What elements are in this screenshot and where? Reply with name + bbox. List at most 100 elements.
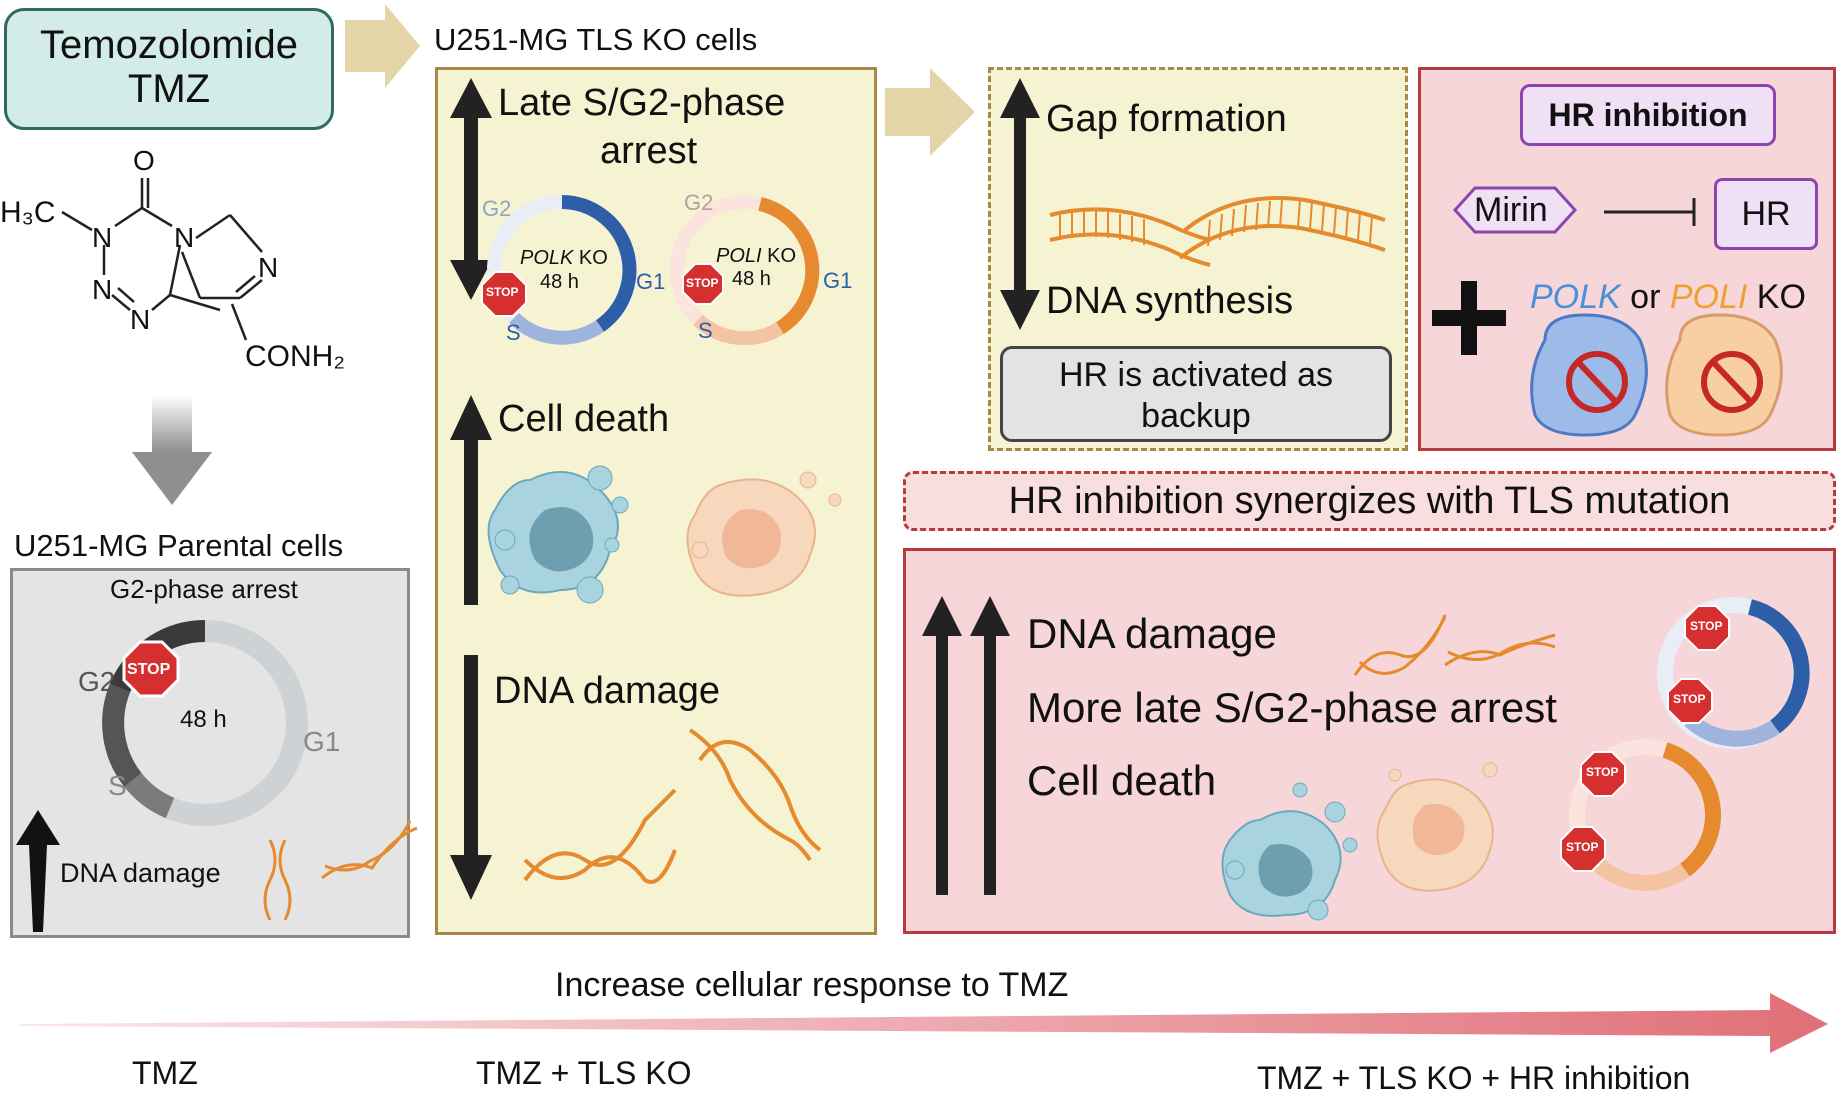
synergy-stop-sign-2 <box>1667 678 1713 724</box>
synergy-dna-damage: DNA damage <box>1027 610 1277 657</box>
mirin-label: Mirin <box>1474 191 1548 229</box>
poli-ko-suffix: KO <box>767 245 797 267</box>
poli-ko-label: POLI KO <box>716 245 796 268</box>
synergy-blue-cell <box>1221 782 1358 921</box>
poli-ko-cell-cycle-ring <box>670 195 820 346</box>
synergy-up-arrow-2 <box>970 596 1010 895</box>
tls-arrest-line2: arrest <box>600 130 698 172</box>
polk-s-label: S <box>506 320 521 345</box>
polk-ko-label: POLK KO <box>520 247 608 270</box>
drug-abbrev: TMZ <box>127 67 211 111</box>
polk-ko-suffix: KO <box>578 247 608 269</box>
poli-g1-label: G1 <box>823 268 853 293</box>
synergy-stop-sign-1 <box>1684 605 1730 651</box>
chem-n3: N <box>130 304 151 335</box>
parental-s-label: S <box>108 770 127 801</box>
hr-ko: KO <box>1756 278 1806 316</box>
parental-g1-label: G1 <box>303 726 341 757</box>
plus-icon <box>1432 281 1506 355</box>
hr-or: or <box>1630 278 1661 316</box>
synergy-stop-text-4: STOP <box>1566 840 1599 854</box>
poli-stop-sign <box>682 263 724 305</box>
chem-conh2: CONH₂ <box>245 340 345 373</box>
synergy-arrest: More late S/G2-phase arrest <box>1027 684 1557 731</box>
parental-arrest: G2-phase arrest <box>110 574 298 604</box>
synergy-cell-death: Cell death <box>1027 757 1217 804</box>
flow-arrow-1 <box>345 4 420 88</box>
response-arrow <box>20 993 1828 1053</box>
synergy-up-arrow-1 <box>922 596 962 895</box>
synergy-banner: HR inhibition synergizes with TLS mutati… <box>903 471 1836 531</box>
synergy-stop-text-2: STOP <box>1673 692 1706 706</box>
poli-g2-label: G2 <box>684 190 714 215</box>
tls-dna-strands <box>523 728 822 884</box>
synergy-blue-ring <box>1657 597 1810 749</box>
hr-backup-line2: backup <box>1141 396 1251 435</box>
parental-title: U251-MG Parental cells <box>14 528 344 563</box>
chem-h3c: H₃C <box>0 196 56 229</box>
hr-box: HR <box>1714 178 1818 250</box>
chem-n5: N <box>258 252 279 283</box>
label-tmz-tls-hr: TMZ + TLS KO + HR inhibition <box>1257 1060 1691 1096</box>
parental-g2-label: G2 <box>78 666 116 697</box>
hr-inhibition-label: HR inhibition <box>1520 84 1776 146</box>
parental-stop-sign <box>122 640 180 698</box>
parental-stop-text: STOP <box>127 661 171 678</box>
tls-up-arrow-2 <box>450 395 492 605</box>
polk-stop-sign <box>481 271 527 317</box>
label-tmz: TMZ <box>132 1055 198 1091</box>
synergy-stop-text-3: STOP <box>1586 765 1619 779</box>
drug-name: Temozolomide <box>40 23 298 67</box>
dying-orange-cell <box>686 471 842 597</box>
tls-title: U251-MG TLS KO cells <box>434 22 758 57</box>
gap-double-arrow <box>1000 78 1040 330</box>
polk-time: 48 h <box>540 271 579 293</box>
parental-dna-strands <box>263 820 418 921</box>
tls-arrest-line1: Late S/G2-phase <box>498 82 786 124</box>
polk-ko-cell-cycle-ring <box>487 195 637 345</box>
synergy-orange-ring <box>1569 739 1721 891</box>
gray-down-arrow <box>132 395 212 505</box>
poli-s-label: S <box>698 318 713 343</box>
tls-dna-damage: DNA damage <box>494 670 721 712</box>
synergy-stop-text-1: STOP <box>1690 619 1723 633</box>
gap-formation: Gap formation <box>1046 98 1287 140</box>
hr-poli-gene: POLI <box>1669 278 1748 316</box>
chem-n1: N <box>92 222 113 253</box>
hr-polk-gene: POLK <box>1530 278 1621 316</box>
chem-n4: N <box>174 222 195 253</box>
flow-arrow-2 <box>885 68 975 156</box>
dna-ladder-gap <box>1049 196 1386 267</box>
poli-polymerase <box>1665 313 1783 437</box>
chem-n2: N <box>92 274 113 305</box>
tls-down-arrow-3 <box>450 655 492 900</box>
tls-cell-death: Cell death <box>498 398 670 440</box>
polk-or-poli-ko: POLK or POLI KO <box>1530 278 1806 317</box>
poli-gene: POLI <box>716 245 762 267</box>
synergy-orange-cell <box>1376 762 1498 892</box>
poli-stop-text: STOP <box>686 276 719 290</box>
synergy-stop-sign-3 <box>1580 751 1626 797</box>
dna-synthesis: DNA synthesis <box>1046 280 1294 322</box>
chem-oxygen: O <box>133 145 155 176</box>
parental-up-arrow <box>16 810 60 932</box>
poli-time: 48 h <box>732 268 771 290</box>
hr-backup-box: HR is activated as backup <box>1000 346 1392 442</box>
tmz-structure <box>61 178 263 341</box>
tls-double-arrow-1 <box>450 78 492 300</box>
label-tmz-tls: TMZ + TLS KO <box>476 1055 692 1091</box>
polk-stop-text: STOP <box>486 285 519 299</box>
drug-title-box: Temozolomide TMZ <box>4 8 334 130</box>
polk-gene: POLK <box>520 247 574 269</box>
parental-dna-damage: DNA damage <box>60 858 221 888</box>
response-label: Increase cellular response to TMZ <box>555 966 1069 1004</box>
inhibition-arrow <box>1604 198 1696 226</box>
synergy-dna-strands <box>1353 614 1556 676</box>
dying-blue-cell <box>487 465 629 604</box>
polk-g1-label: G1 <box>636 269 666 294</box>
polk-polymerase <box>1530 313 1648 437</box>
synergy-stop-sign-4 <box>1560 826 1606 872</box>
hr-backup-line1: HR is activated as <box>1059 356 1333 394</box>
mirin-hexagon <box>1452 186 1578 234</box>
